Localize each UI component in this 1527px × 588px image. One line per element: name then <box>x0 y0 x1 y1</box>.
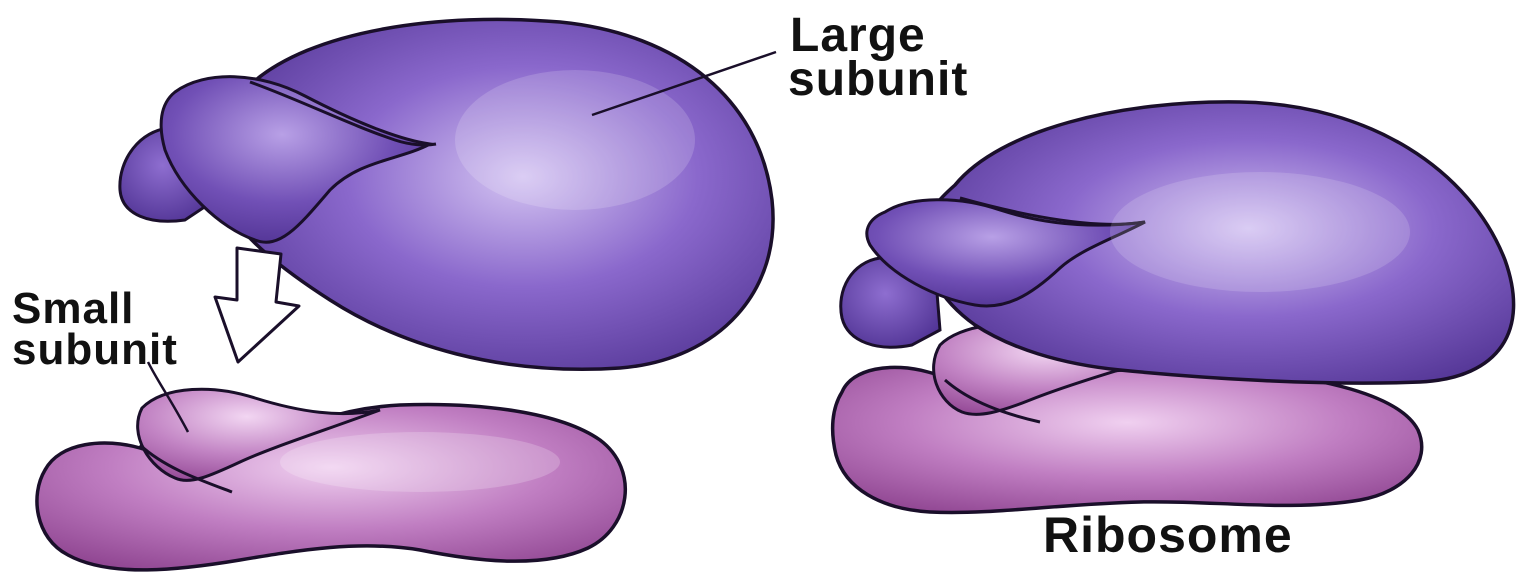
large-subunit-label-line-2: subunit <box>788 56 968 104</box>
small-subunit-label-line-2: subunit <box>12 328 178 372</box>
ribosome-assembled <box>833 102 1514 513</box>
small-subunit-left-body <box>37 404 625 569</box>
ribosome-small-body <box>833 367 1422 512</box>
ribosome-label: Ribosome <box>1043 510 1293 560</box>
large-subunit-left <box>120 19 773 369</box>
small-subunit-left <box>37 389 625 570</box>
